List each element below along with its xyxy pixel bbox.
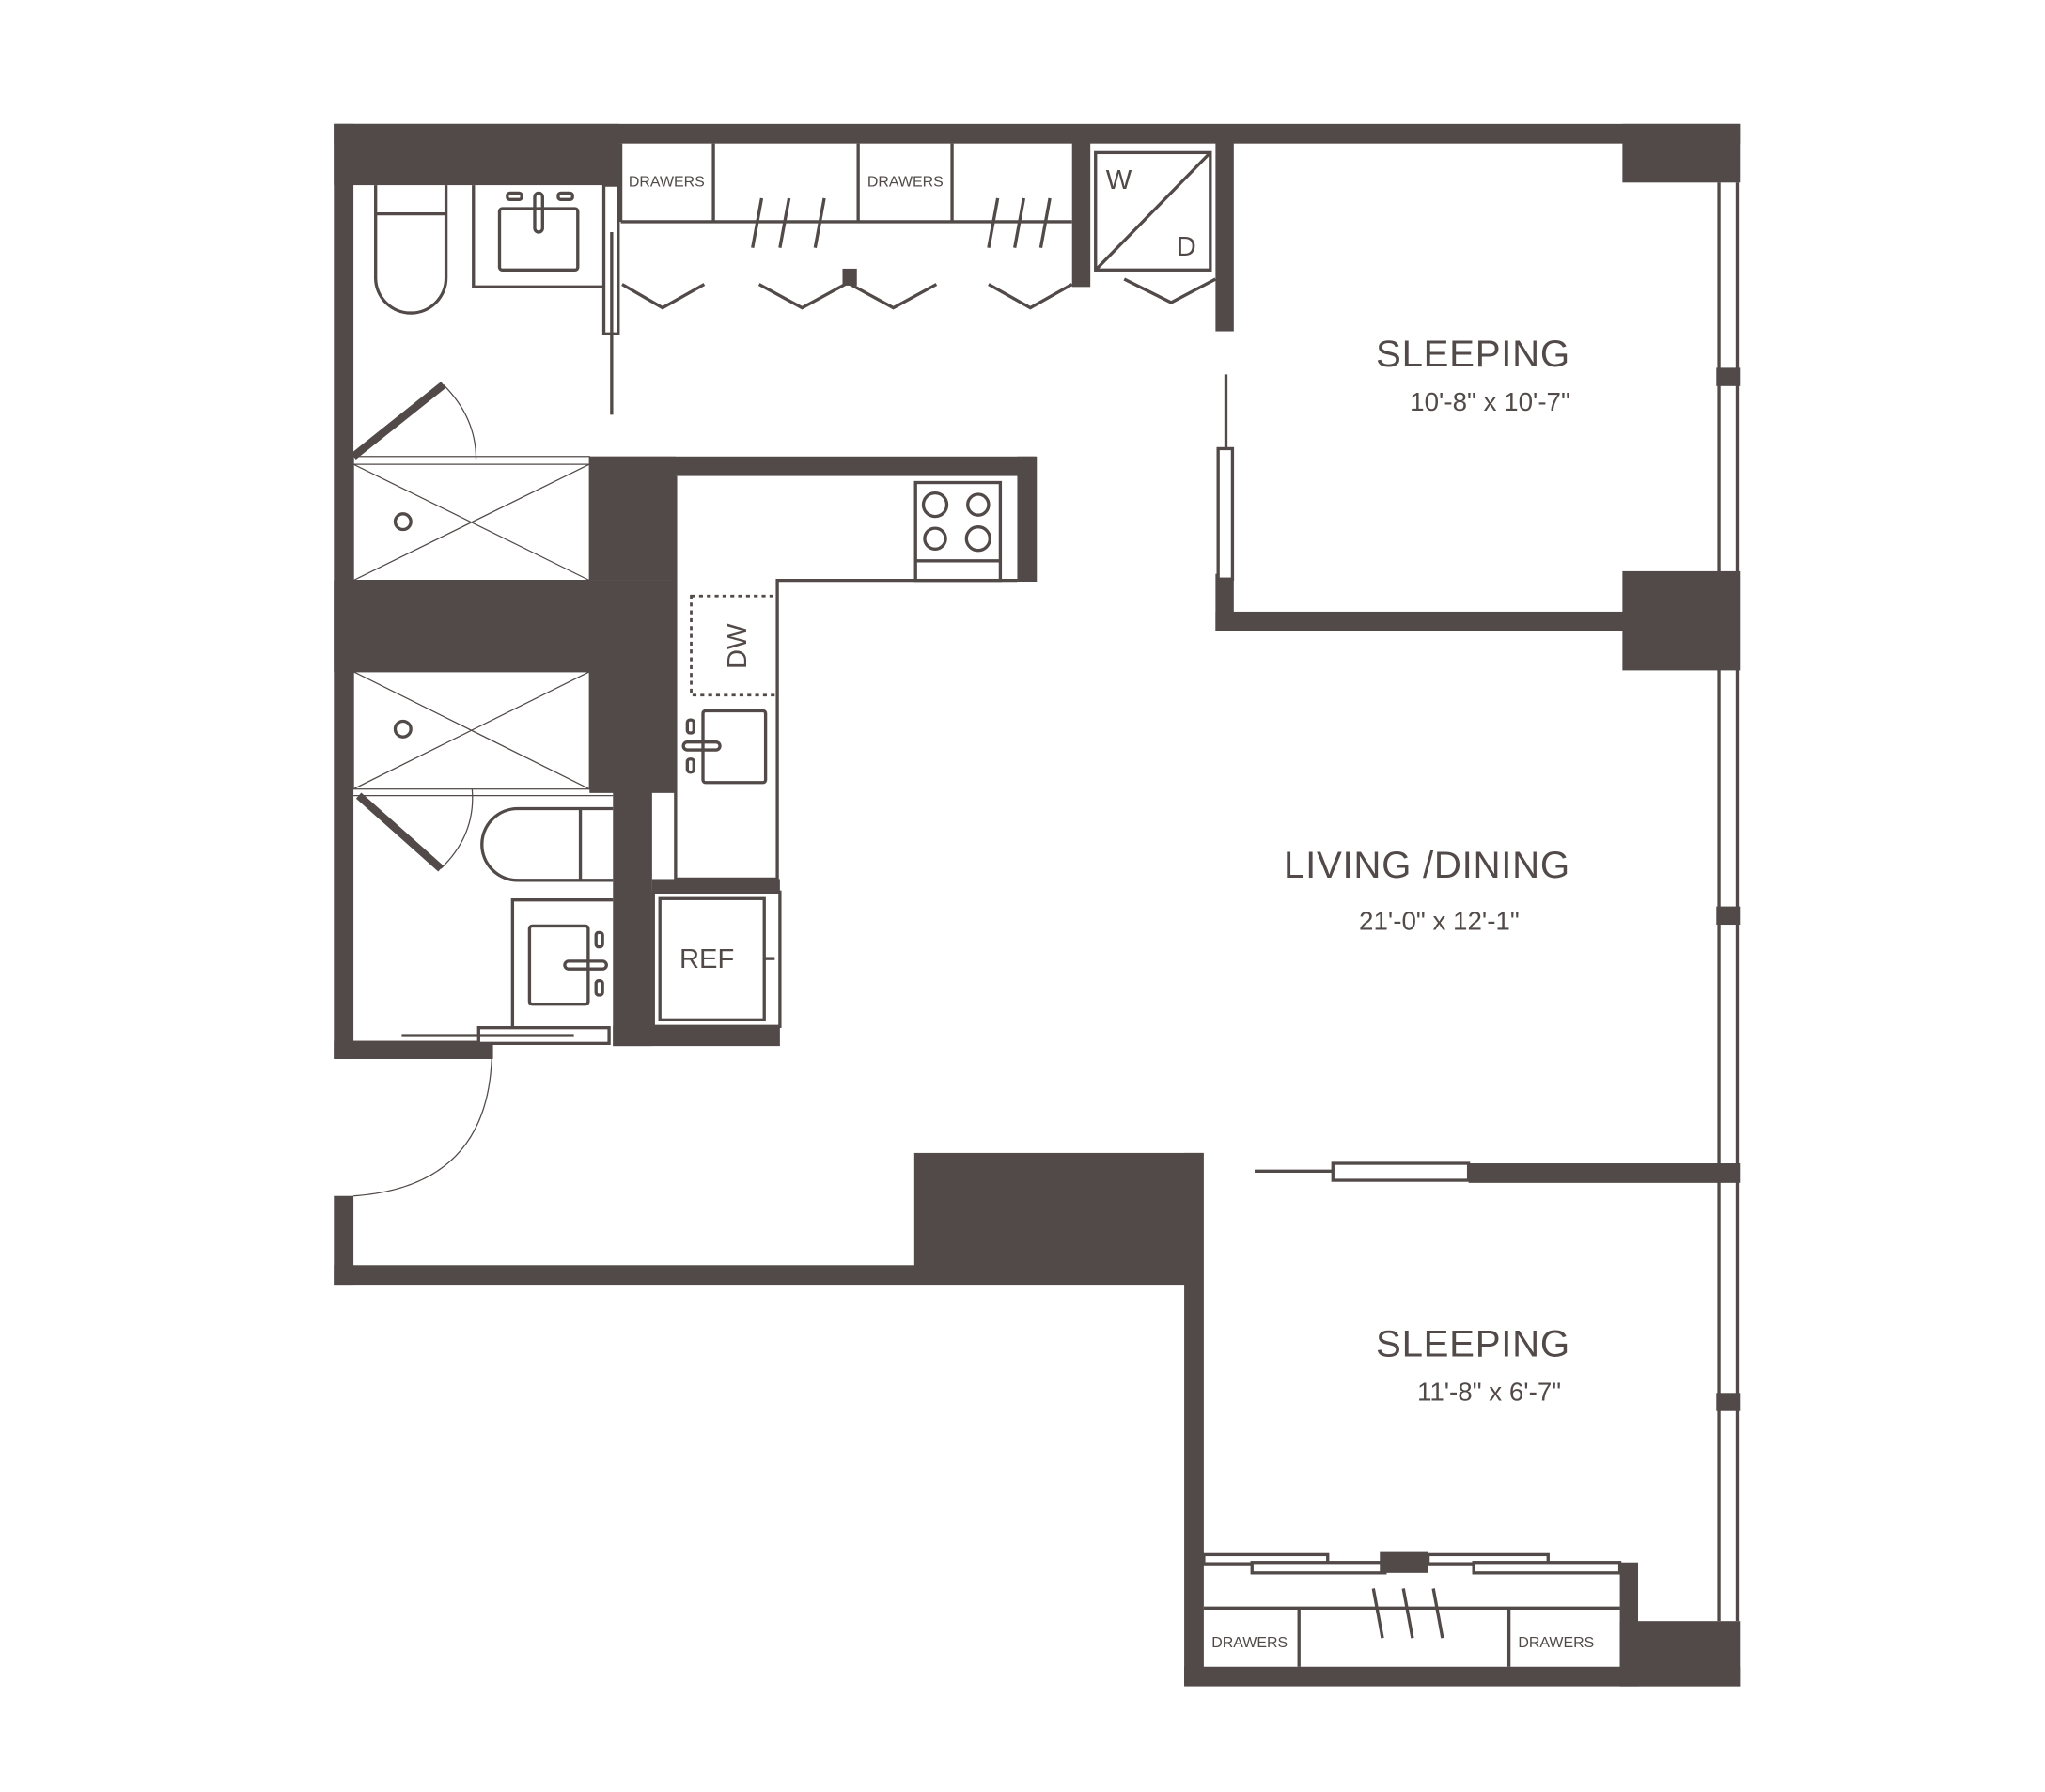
exterior-walls [334, 123, 1741, 1687]
closet-bottom: DRAWERS DRAWERS [1202, 1551, 1622, 1667]
drawers-label: DRAWERS [867, 174, 944, 190]
toilet-icon [374, 185, 448, 315]
entry-door-icon[interactable] [353, 1058, 492, 1197]
toilet-icon [480, 806, 614, 882]
room-title: SLEEPING [1376, 333, 1570, 375]
drawers-label: DRAWERS [629, 174, 705, 190]
sliding-door-sleeping-1 [1216, 374, 1235, 581]
vanity-sink-icon [472, 185, 607, 289]
vanity-sink-icon [510, 897, 614, 1028]
dishwasher-label: DW [723, 623, 753, 669]
bifold-door-icon [621, 268, 1073, 310]
bathroom-top [351, 183, 620, 582]
pocket-door-icon [401, 1026, 611, 1046]
pocket-door-icon [601, 183, 620, 415]
drawers-label: DRAWERS [1211, 1635, 1288, 1651]
dishwasher: DW [690, 594, 779, 697]
washer-label: W [1106, 165, 1132, 195]
window-wall-right [1717, 182, 1740, 1622]
room-dimensions: 10'-8" x 10'-7" [1410, 387, 1570, 416]
washer-dryer: W D [1094, 150, 1217, 304]
dryer-label: D [1177, 232, 1196, 262]
shower-door-icon [355, 788, 474, 872]
hanging-rod-icon [751, 197, 1052, 249]
refrigerator: REF [651, 890, 782, 1028]
room-title: SLEEPING [1376, 1322, 1570, 1364]
room-title: LIVING /DINING [1284, 844, 1570, 886]
room-dimensions: 21'-0" x 12'-1" [1359, 907, 1520, 936]
room-dimensions: 11'-8" x 6'-7" [1417, 1378, 1561, 1407]
cooktop-icon [913, 480, 1003, 583]
shower-icon [352, 456, 590, 582]
shower-icon [352, 671, 614, 797]
kitchen-sink-icon [681, 709, 768, 785]
bathroom-bottom [352, 671, 614, 1046]
closet-top: DRAWERS DRAWERS [618, 143, 1073, 310]
room-label-sleeping-1: SLEEPING 10'-8" x 10'-7" [1376, 333, 1570, 416]
shower-door-icon [351, 382, 477, 460]
sliding-door-sleeping-2 [1255, 1161, 1471, 1182]
kitchen: DW REF [651, 475, 1018, 1028]
drawers-label: DRAWERS [1518, 1635, 1594, 1651]
room-label-sleeping-2: SLEEPING 11'-8" x 6'-7" [1376, 1322, 1570, 1407]
interior-walls [334, 140, 1741, 1183]
room-label-living-dining: LIVING /DINING 21'-0" x 12'-1" [1284, 844, 1570, 936]
hanging-rod-icon [1371, 1588, 1444, 1639]
refrigerator-label: REF [679, 944, 734, 974]
